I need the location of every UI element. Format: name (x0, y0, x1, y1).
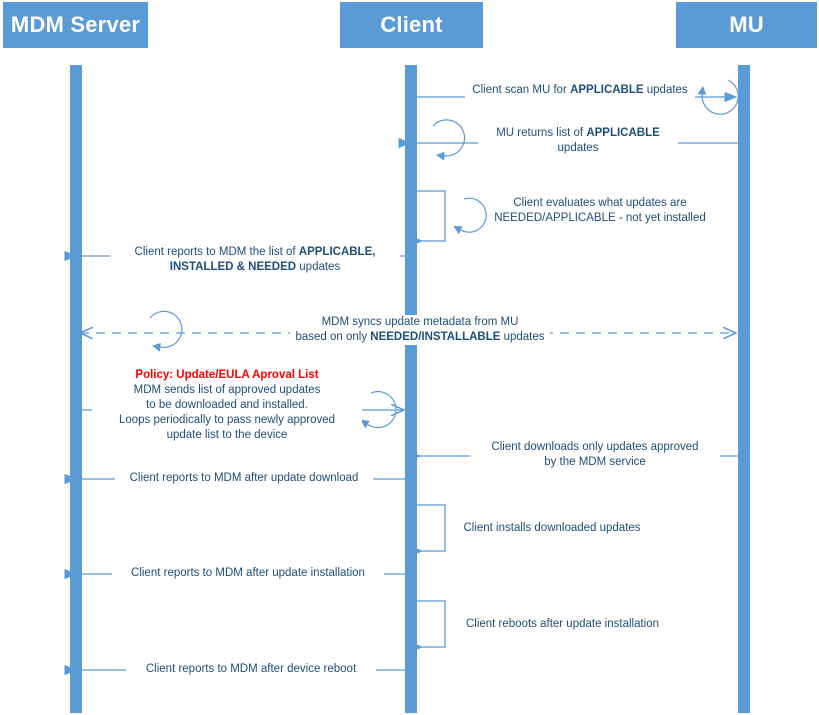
message-label-m12: Client reports to MDM after device reboo… (126, 662, 376, 677)
actor-label-client: Client (380, 12, 443, 37)
message-label-m10: Client reports to MDM after update insta… (112, 566, 384, 581)
message-label-m1: Client scan MU for APPLICABLE updates (465, 83, 695, 98)
message-label-m4: Client reports to MDM the list of APPLIC… (110, 245, 400, 275)
lifeline-mdm-server (70, 65, 82, 713)
loop-m1 (697, 79, 739, 115)
actor-box-mdm-server[interactable]: MDM Server (3, 2, 148, 48)
message-label-m8: Client reports to MDM after update downl… (115, 471, 373, 486)
lifeline-client (405, 65, 417, 713)
lifeline-mu (738, 65, 750, 713)
message-label-m11: Client reboots after update installation (465, 618, 660, 630)
loop-m5 (149, 310, 183, 352)
actor-box-client[interactable]: Client (340, 2, 483, 48)
loop-m6 (360, 390, 397, 429)
actor-label-mdm-server: MDM Server (10, 12, 141, 37)
loop-m2 (432, 119, 466, 161)
self-message-m3 (410, 190, 446, 247)
actor-box-mu[interactable]: MU (676, 2, 817, 48)
actor-label-mu: MU (729, 12, 764, 37)
message-label-m9: Client installs downloaded updates (463, 522, 641, 534)
self-message-m9 (410, 504, 446, 557)
self-message-m11 (410, 600, 446, 653)
